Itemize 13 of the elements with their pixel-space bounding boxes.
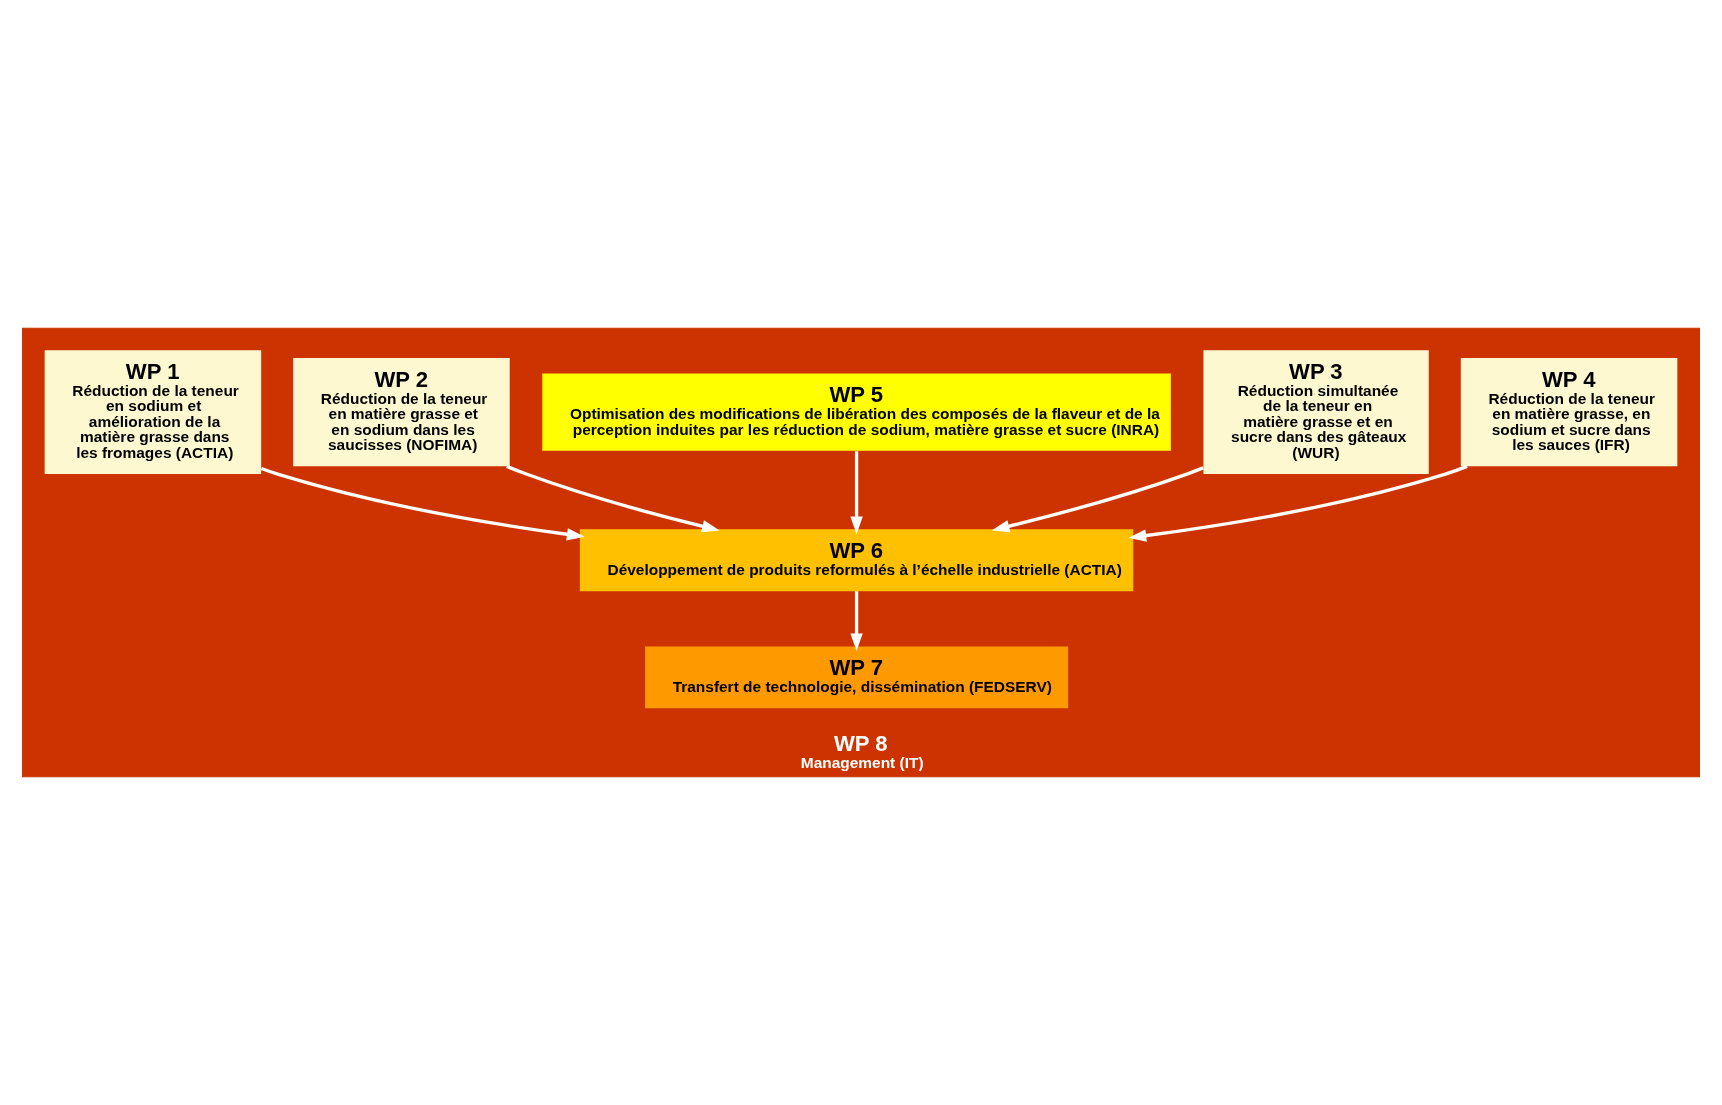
node-box: WP 3 Réduction simultanée de la teneur en matière grasse et en sucre dans des gâteaux (WUR) <box>1203 350 1429 475</box>
node-box: WP 7 Transfert de technologie, dissémination (FEDSERV) <box>645 646 1069 709</box>
arrow <box>506 464 720 533</box>
arrow <box>1128 464 1468 542</box>
node-box: WP 6 Développement de produits reformulés à l’échelle industrielle (ACTIA) <box>579 529 1134 592</box>
node-box: WP 2 Réduction de la teneur en matière grasse et en sodium dans les saucisses (NOFIMA) <box>293 358 510 467</box>
arrow <box>850 451 863 535</box>
node-box: WP 4 Réduction de la teneur en matière grasse, en sodium et sucre dans les sauces (IFR) <box>1460 358 1678 467</box>
arrow <box>260 466 585 541</box>
node-box: WP 1 Réduction de la teneur en sodium et amélioration de la matière grasse dans les fromages (ACTIA) <box>44 350 262 475</box>
node-box: WP 5 Optimisation des modifications de libération des composés de la flaveur et de la perception induites par les réduction de sodium, matière grasse et sucre (INRA) <box>542 373 1171 451</box>
arrow <box>991 466 1204 533</box>
arrow <box>850 591 863 652</box>
